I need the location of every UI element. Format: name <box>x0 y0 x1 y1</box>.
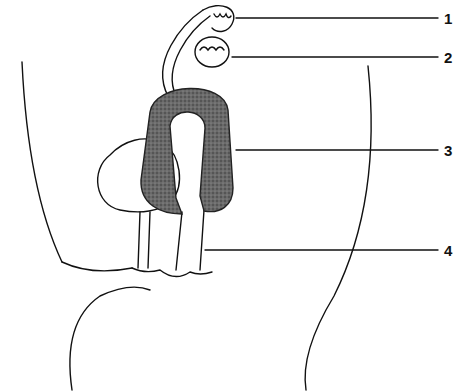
callout-number: 4 <box>444 243 452 258</box>
callout-number: 3 <box>444 143 452 158</box>
callout-number: 1 <box>444 11 452 26</box>
callout-number: 2 <box>444 50 452 65</box>
